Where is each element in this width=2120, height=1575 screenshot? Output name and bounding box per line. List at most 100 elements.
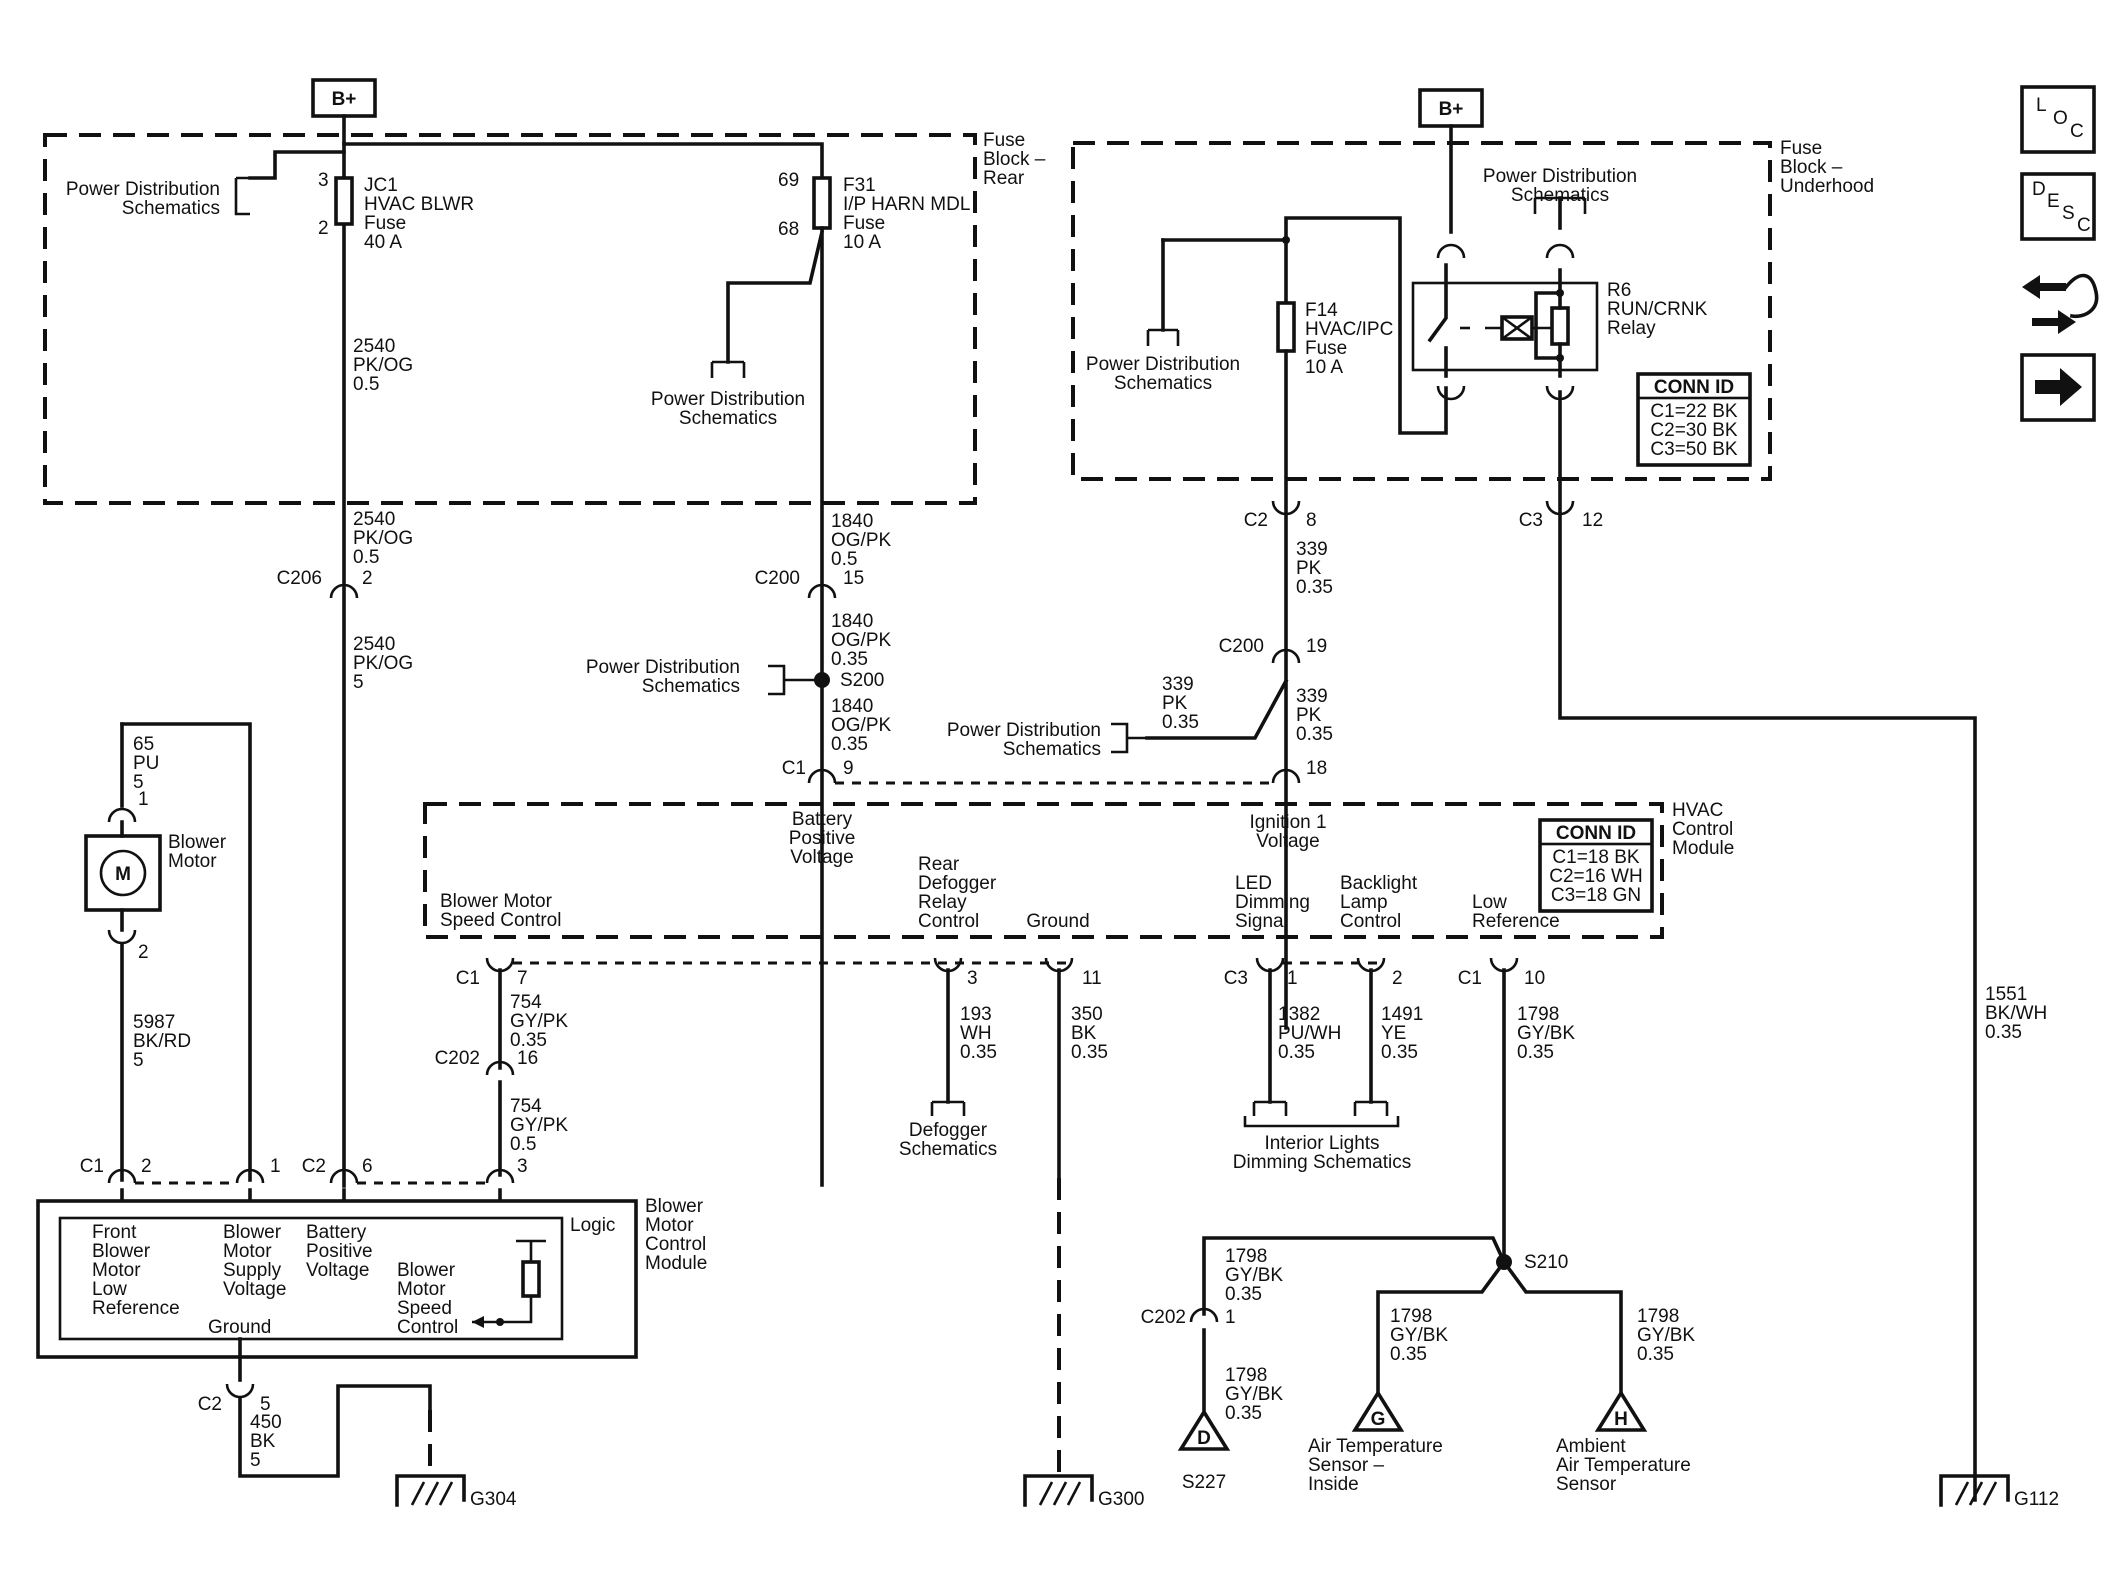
pds-label-5: Power Distribution Schematics [1483,166,1637,206]
sensor-h-terminal: H [1594,1389,1648,1432]
svg-text:C1: C1 [1458,968,1482,989]
svg-text:Control: Control [918,911,979,932]
connector-nav-icon[interactable] [2022,273,2099,334]
svg-text:68: 68 [778,219,799,240]
svg-text:0.35: 0.35 [1278,1042,1315,1063]
hvac-pin-ignition-1-voltage: Ignition 1 Voltage [1249,812,1326,852]
description-nav-button[interactable]: D E S C [2020,172,2096,241]
svg-text:Power Distribution: Power Distribution [66,179,220,200]
svg-text:GY/PK: GY/PK [510,1011,568,1032]
blower-motor-label: Blower Motor [168,832,227,872]
svg-text:Front: Front [92,1222,137,1243]
svg-text:C206: C206 [277,568,322,589]
location-nav-button[interactable]: L O C [2020,85,2096,154]
svg-text:GY/BK: GY/BK [1225,1265,1283,1286]
bmcm-speed-control-resistor [472,1239,546,1328]
svg-text:BK: BK [1071,1023,1097,1044]
svg-text:Lamp: Lamp [1340,892,1388,913]
hvac-pin-rear-defogger-relay-control: Rear Defogger Relay Control [918,854,997,932]
svg-text:754: 754 [510,992,542,1013]
svg-text:Schematics: Schematics [1511,185,1609,206]
svg-text:0.35: 0.35 [1390,1344,1427,1365]
svg-text:OG/PK: OG/PK [831,630,892,651]
svg-text:C202: C202 [1141,1307,1186,1328]
svg-text:18: 18 [1306,758,1327,779]
svg-text:Motor: Motor [92,1260,141,1281]
svg-text:0.35: 0.35 [1296,577,1333,598]
svg-text:6: 6 [362,1156,373,1177]
svg-text:Blower: Blower [397,1260,456,1281]
svg-text:RUN/CRNK: RUN/CRNK [1607,299,1708,320]
svg-text:0.35: 0.35 [1162,712,1199,733]
svg-text:C3: C3 [1519,510,1543,531]
ground-g112: G112 [1939,1474,2059,1510]
svg-text:Schematics: Schematics [899,1139,997,1160]
svg-text:Signal: Signal [1235,911,1288,932]
hvac-control-module-boundary [423,802,1664,939]
svg-text:8: 8 [1306,510,1317,531]
svg-text:Schematics: Schematics [1003,739,1101,760]
svg-text:Control: Control [397,1317,458,1338]
pds-label-3: Power Distribution Schematics [586,657,740,697]
svg-text:Block –: Block – [983,149,1046,170]
splice-s200-label: S200 [840,670,884,691]
svg-text:Schematics: Schematics [1114,373,1212,394]
svg-text:1840: 1840 [831,511,873,532]
svg-text:Blower: Blower [92,1241,151,1262]
svg-text:Voltage: Voltage [306,1260,369,1281]
connector-pin11-ground: 11 [1044,957,1102,989]
svg-text:Reference: Reference [1472,911,1560,932]
svg-text:S227: S227 [1182,1472,1226,1493]
svg-text:2: 2 [362,568,373,589]
svg-text:CONN ID: CONN ID [1654,377,1734,398]
svg-text:PK: PK [1296,705,1322,726]
blower-pin-1: 1 [138,789,149,810]
svg-text:5: 5 [260,1394,271,1415]
svg-text:D: D [1197,1428,1211,1449]
r6-relay-label: R6 RUN/CRNK Relay [1607,280,1708,339]
svg-text:0.5: 0.5 [831,549,857,570]
svg-text:Defogger: Defogger [918,873,997,894]
svg-text:Motor: Motor [397,1279,446,1300]
bmcm-logic-box [58,1216,564,1341]
svg-text:339: 339 [1296,539,1328,560]
svg-text:PK/OG: PK/OG [353,528,413,549]
ground-g300: G300 [1023,1474,1144,1510]
hvac-control-module-label: HVAC Control Module [1672,800,1734,859]
svg-text:I/P HARN MDL: I/P HARN MDL [843,194,970,215]
bplus-label-underhood: B+ [1439,99,1464,120]
svg-text:7: 7 [517,968,528,989]
svg-text:0.35: 0.35 [1517,1042,1554,1063]
svg-text:WH: WH [960,1023,992,1044]
svg-text:5: 5 [133,1050,144,1071]
svg-text:1840: 1840 [831,696,873,717]
svg-text:Schematics: Schematics [642,676,740,697]
svg-text:Blower: Blower [223,1222,282,1243]
svg-text:L: L [2036,95,2047,116]
svg-text:F31: F31 [843,175,876,196]
bplus-label-rear: B+ [332,89,357,110]
svg-text:Power Distribution: Power Distribution [651,389,805,410]
svg-text:1798: 1798 [1390,1306,1432,1327]
svg-text:754: 754 [510,1096,542,1117]
svg-text:G304: G304 [470,1489,517,1510]
right-arrow-icon[interactable] [2035,368,2082,406]
svg-text:0.35: 0.35 [1296,724,1333,745]
wire-1840-label-3: 1840 OG/PK 0.35 [831,696,892,755]
svg-text:3: 3 [318,170,329,191]
svg-text:Speed: Speed [397,1298,452,1319]
svg-text:0.35: 0.35 [1225,1284,1262,1305]
svg-text:Defogger: Defogger [909,1120,988,1141]
svg-text:Low: Low [92,1279,127,1300]
interior-lights-label: Interior Lights Dimming Schematics [1233,1133,1411,1173]
svg-text:GY/BK: GY/BK [1390,1325,1448,1346]
svg-text:Interior Lights: Interior Lights [1264,1133,1379,1154]
next-arrow-button[interactable] [2020,353,2096,422]
svg-text:G: G [1371,1409,1386,1430]
svg-text:Fuse: Fuse [364,213,406,234]
wire-350-label: 350 BK 0.35 [1071,1004,1108,1063]
svg-text:Dimming Schematics: Dimming Schematics [1233,1152,1411,1173]
svg-text:Blower: Blower [645,1196,704,1217]
wire-1798-label-1: 1798 GY/BK 0.35 [1517,1004,1575,1063]
svg-text:C2: C2 [1244,510,1268,531]
